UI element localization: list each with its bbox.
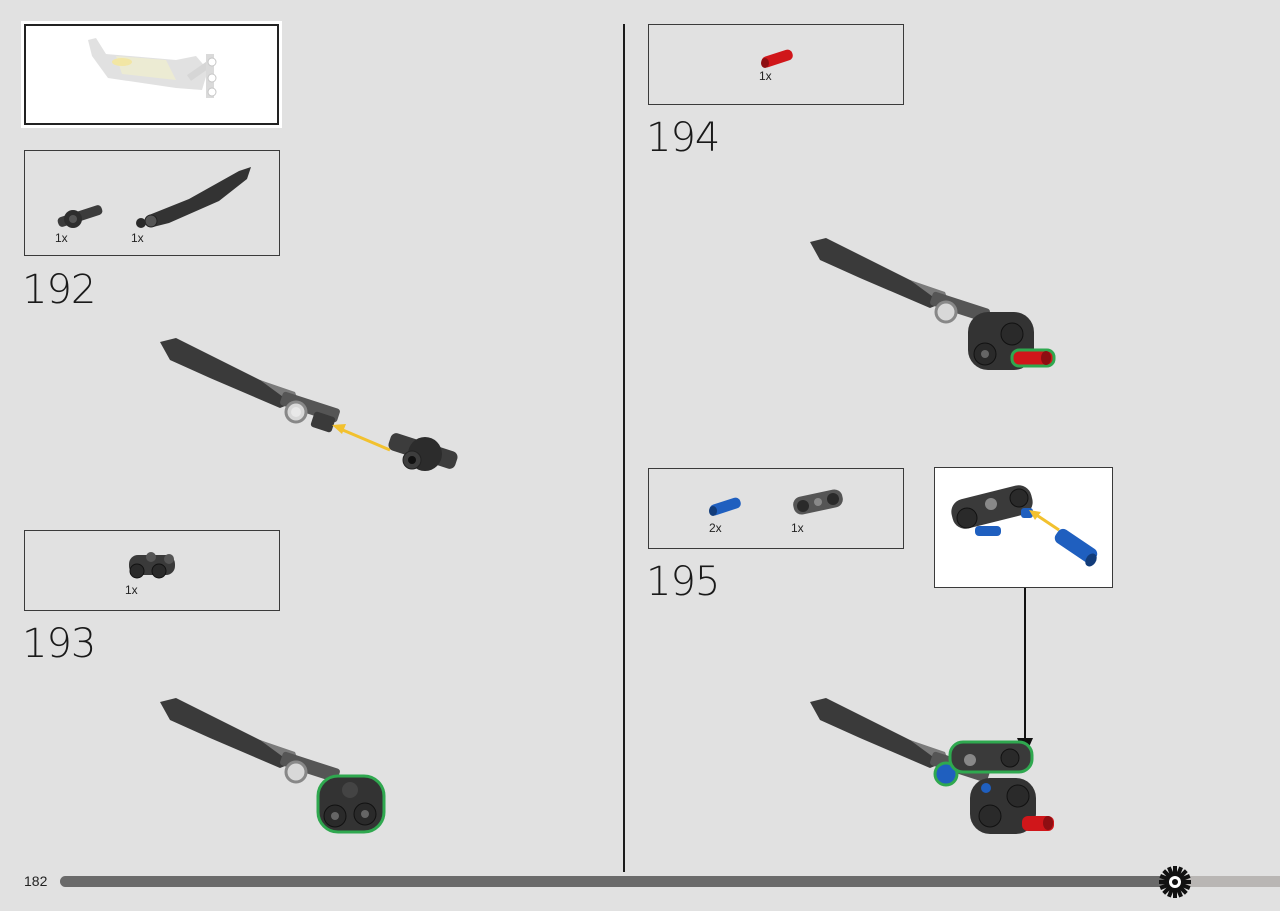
step-193-number: 193 <box>22 621 96 667</box>
step-192-parts-box: 1x 1x <box>24 150 280 256</box>
subassembly-illustration <box>951 485 1098 567</box>
step-192-part-2-qty: 1x <box>131 231 144 245</box>
step-195-subassembly-box <box>934 467 1113 588</box>
step-193-parts-box: 1x <box>24 530 280 611</box>
assembly-thumbnail-icon <box>88 38 217 98</box>
step-193-assembly <box>160 698 386 834</box>
step-194-assembly <box>810 238 1056 370</box>
step-195-assembly <box>810 698 1054 834</box>
blade-part-icon <box>136 167 251 228</box>
progress-bar-fill <box>60 876 1171 887</box>
column-divider <box>623 24 625 872</box>
step-193-part-1-qty: 1x <box>125 583 138 597</box>
step-194-number: 194 <box>646 115 720 161</box>
connector-part-icon <box>57 205 103 228</box>
gear-icon <box>1159 866 1191 898</box>
blue-axle-pin-part-icon <box>709 497 741 516</box>
step-194-part-1-qty: 1x <box>759 69 772 83</box>
step-192-assembly <box>160 338 458 471</box>
page-number: 182 <box>24 873 48 889</box>
step-194-parts-box: 1x <box>648 24 904 105</box>
red-axle-pin-part-icon <box>761 49 793 68</box>
step-195-parts-box: 2x 1x <box>648 468 904 549</box>
assembly-thumbnail-box <box>24 24 279 125</box>
double-connector-part-icon <box>129 552 175 579</box>
step-195-part-2-qty: 1x <box>791 521 804 535</box>
step-195-part-1-qty: 2x <box>709 521 722 535</box>
step-192-number: 192 <box>22 267 96 313</box>
step-192-part-1-qty: 1x <box>55 231 68 245</box>
step-195-number: 195 <box>646 559 720 605</box>
progress-bar <box>60 876 1280 887</box>
pin-connector-part-icon <box>793 489 843 515</box>
